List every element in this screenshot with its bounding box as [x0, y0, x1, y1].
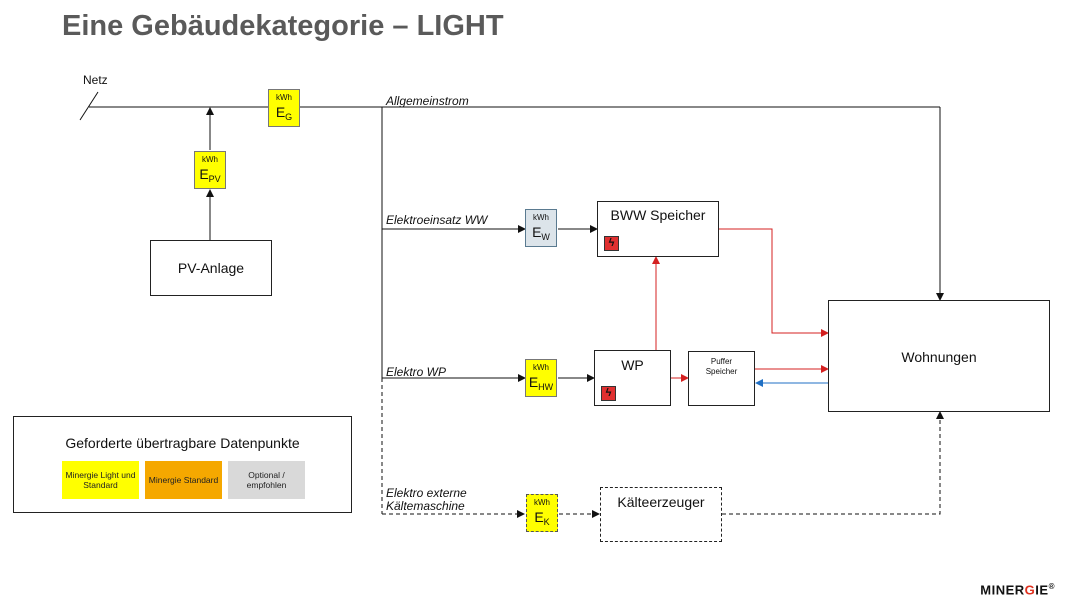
netz-label: Netz [83, 73, 108, 87]
bww-speicher-label: BWW Speicher [610, 207, 706, 223]
meter-letter: E [532, 224, 542, 240]
meter-sub: W [541, 232, 550, 242]
meter-unit: kWh [533, 213, 549, 222]
kaelte-to-wohnungen [722, 411, 944, 515]
elektro-externe-label-1: Elektro externe [386, 486, 467, 500]
meter-ew: kWh EW [525, 209, 557, 247]
logo-text-b: IE [1035, 582, 1049, 598]
legend-chip-optional: Optional / empfohlen [228, 461, 305, 499]
wp-label: WP [621, 357, 644, 373]
heater-icon: ϟ [604, 236, 619, 251]
meter-sub: K [543, 517, 550, 527]
meter-ehw: kWh EHW [525, 359, 557, 397]
puffer-speicher-box: Puffer Speicher [688, 351, 755, 406]
page-title: Eine Gebäudekategorie – LIGHT [62, 10, 504, 42]
meter-letter: E [275, 104, 286, 120]
kaelteerzeuger-box: Kälteerzeuger [600, 487, 722, 542]
kaelteerzeuger-label: Kälteerzeuger [617, 494, 705, 510]
minergie-logo: MINERGIE® [980, 582, 1055, 597]
meter-sub: G [285, 112, 293, 122]
wohnungen-label: Wohnungen [901, 349, 977, 365]
bww-speicher-box: BWW Speicher ϟ [597, 201, 719, 257]
meter-eg: kWh EG [268, 89, 300, 127]
logo-text-a: MINER [980, 582, 1025, 598]
bww-to-wohnungen [719, 228, 829, 337]
wp-box: WP ϟ [594, 350, 671, 406]
meter-ek: kWh EK [526, 494, 558, 532]
elektroeinsatz-ww-label: Elektroeinsatz WW [386, 213, 488, 227]
netz-slash [79, 91, 99, 121]
pv-anlage-label: PV-Anlage [177, 260, 245, 276]
allgemeinstrom-label: Allgemeinstrom [386, 94, 469, 108]
legend-chip-light-standard: Minergie Light und Standard [62, 461, 139, 499]
heater-icon: ϟ [601, 386, 616, 401]
puffer-label-2: Speicher [705, 367, 738, 376]
legend: Geforderte übertragbare Datenpunkte Mine… [13, 416, 352, 513]
logo-text-g: G [1024, 582, 1036, 598]
meter-letter: E [534, 509, 544, 525]
meter-letter: E [528, 374, 539, 390]
logo-mark: ® [1048, 582, 1055, 591]
elektro-externe-label-2: Kältemaschine [386, 499, 465, 513]
meter-letter: E [199, 166, 209, 182]
legend-chip-standard: Minergie Standard [145, 461, 222, 499]
meter-unit: kWh [534, 498, 550, 507]
meter-sub: HW [538, 382, 554, 392]
legend-heading: Geforderte übertragbare Datenpunkte [65, 435, 300, 451]
meter-unit: kWh [276, 93, 292, 102]
meter-epv: kWh EPV [194, 151, 226, 189]
meter-unit: kWh [202, 155, 218, 164]
wohnungen-box: Wohnungen [828, 300, 1050, 412]
puffer-label-1: Puffer [710, 357, 733, 366]
meter-sub: PV [208, 174, 221, 184]
meter-unit: kWh [533, 363, 549, 372]
pv-anlage-box: PV-Anlage [150, 240, 272, 296]
elektro-wp-label: Elektro WP [386, 365, 447, 379]
